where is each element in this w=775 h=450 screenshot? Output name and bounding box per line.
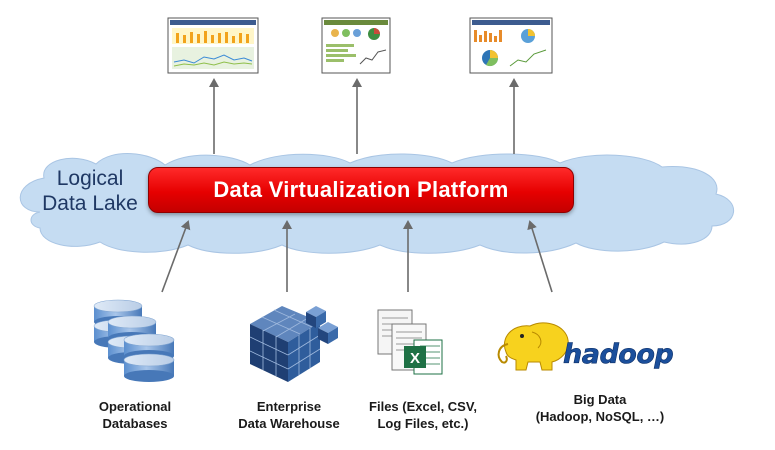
cloud-label-line-2: Data Lake: [42, 192, 138, 215]
source-label-line-2: Data Warehouse: [238, 416, 340, 431]
cloud-label: Logical Data Lake: [30, 166, 150, 216]
database-stack-icon: [93, 299, 175, 382]
data-virtualization-platform-box: Data Virtualization Platform: [148, 167, 574, 213]
platform-label: Data Virtualization Platform: [213, 177, 509, 202]
arrow-from-databases: [161, 220, 191, 293]
source-label-line-1: Operational: [98, 399, 172, 414]
arrow-from-big-data: [527, 220, 553, 293]
dashboard-thumbnail-2: [321, 17, 391, 74]
source-label-line-2: (Hadoop, NoSQL, …): [535, 409, 665, 424]
svg-text:X: X: [410, 350, 420, 367]
dashboard-thumbnail-1: [167, 17, 259, 74]
cloud-label-line-1: Logical: [56, 167, 124, 190]
source-label-line-1: Big Data: [573, 392, 627, 407]
source-label-big-data: Big Data (Hadoop, NoSQL, …): [525, 391, 675, 425]
source-label-operational-databases: Operational Databases: [80, 398, 190, 432]
output-arrows: [209, 78, 519, 154]
dashboard-thumbnail-3: [469, 17, 553, 74]
source-label-line-2: Databases: [102, 416, 168, 431]
input-arrows: [161, 220, 553, 293]
excel-icon: X: [404, 339, 443, 375]
svg-text:hadoop: hadoop: [563, 339, 673, 370]
hadoop-elephant-logo: hadoop: [497, 322, 674, 371]
source-label-files: Files (Excel, CSV, Log Files, etc.): [358, 398, 488, 432]
source-label-line-1: Enterprise: [256, 399, 322, 414]
source-label-enterprise-data-warehouse: Enterprise Data Warehouse: [224, 398, 354, 432]
source-label-line-2: Log Files, etc.): [377, 416, 469, 431]
source-label-line-1: Files (Excel, CSV,: [369, 399, 477, 414]
cube-warehouse-icon: [249, 306, 338, 382]
